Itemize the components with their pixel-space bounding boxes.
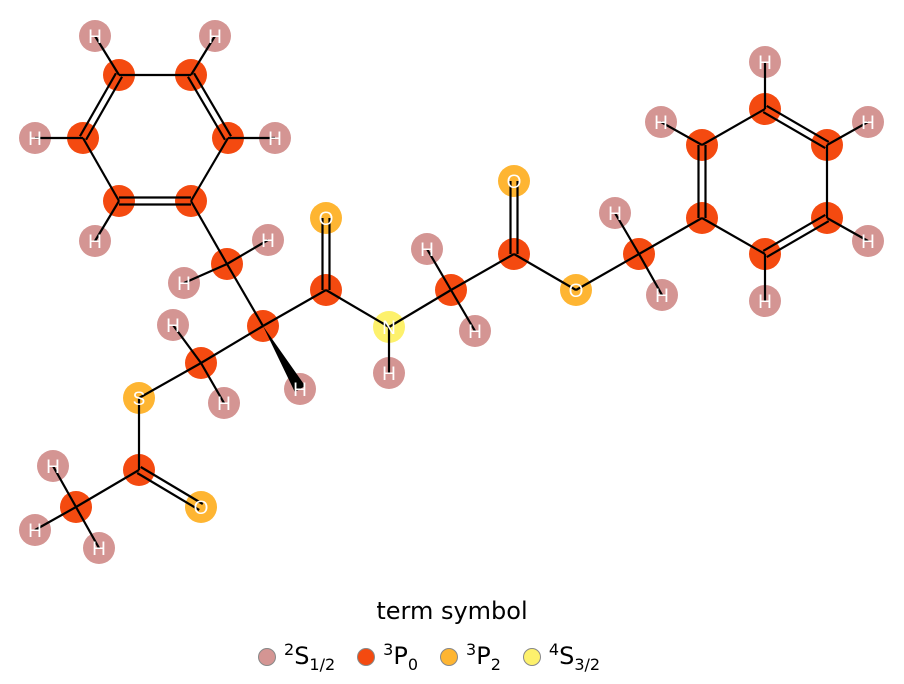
atom-label: H [177, 274, 191, 295]
atom-label: H [166, 316, 180, 337]
double-bond [140, 466, 204, 505]
atom-label: H [268, 129, 282, 150]
atom-label: H [654, 113, 668, 134]
legend-marker [440, 647, 459, 666]
atom-label: H [88, 232, 102, 253]
single-bond [94, 35, 120, 76]
atom-O [498, 165, 530, 197]
single-bond [575, 253, 640, 291]
single-bond [172, 324, 202, 364]
atom-label: O [507, 172, 522, 193]
atom-label: H [758, 292, 772, 313]
atom-label: H [420, 240, 434, 261]
atom-label: H [861, 232, 875, 253]
wedge-bond [263, 326, 306, 393]
double-bond [762, 111, 826, 149]
atom-label: H [28, 521, 42, 542]
atom-label: H [92, 539, 106, 560]
legend-item-4S3/2: 4S3/2 [522, 640, 600, 674]
single-bond [190, 35, 216, 76]
single-bond [138, 362, 202, 399]
single-bond [226, 263, 264, 327]
legend-marker [258, 647, 276, 666]
single-bond [701, 217, 766, 255]
atom-label: H [28, 129, 42, 150]
double-bond [766, 105, 830, 143]
single-bond [75, 469, 140, 508]
atom-label: O [319, 209, 334, 230]
atom-label: H [861, 113, 875, 134]
double-bond [193, 72, 232, 137]
atom-label: H [293, 380, 307, 401]
single-bond [614, 212, 640, 255]
legend-item-3P2: 3P2 [440, 640, 501, 674]
atom-label: H [217, 394, 231, 415]
double-bond [762, 214, 826, 252]
double-bond [766, 220, 830, 258]
single-bond [701, 108, 766, 146]
single-bond [52, 465, 77, 508]
atom-label: H [46, 457, 60, 478]
single-bond [82, 137, 120, 202]
atom-label: H [655, 286, 669, 307]
single-bond [450, 289, 476, 332]
single-bond [190, 137, 229, 202]
legend-marker [357, 647, 376, 666]
atom-label: O [194, 498, 209, 519]
single-bond [426, 248, 452, 291]
atom-label: H [468, 322, 482, 343]
single-bond [262, 289, 327, 327]
single-bond [200, 325, 264, 364]
atom-label: S [133, 389, 146, 410]
single-bond [450, 253, 515, 291]
atom-label: H [382, 364, 396, 385]
single-bond [325, 289, 390, 328]
atom-label: H [608, 204, 622, 225]
atom-label: H [261, 231, 275, 252]
legend: 2S1/2 3P0 3P2 4S3/2 [258, 640, 600, 674]
single-bond [638, 217, 703, 255]
atom-label: H [758, 53, 772, 74]
single-bond [75, 506, 100, 549]
atom-O [310, 202, 342, 234]
double-bond [79, 72, 117, 137]
single-bond [826, 121, 869, 146]
single-bond [226, 239, 269, 265]
legend-title: term symbol [376, 597, 528, 625]
legend-marker [522, 647, 541, 666]
single-bond [638, 253, 663, 296]
single-bond [660, 121, 703, 146]
atom-label: N [382, 318, 396, 339]
atom-label: O [569, 281, 584, 302]
double-bond [85, 76, 123, 141]
single-bond [388, 289, 452, 328]
single-bond [183, 262, 228, 285]
atom-label: H [208, 27, 222, 48]
atom-label: H [88, 27, 102, 48]
single-bond [513, 253, 577, 291]
single-bond [34, 506, 77, 531]
single-bond [94, 200, 120, 242]
single-bond [200, 362, 225, 404]
double-bond [187, 76, 226, 141]
legend-item-3P0: 3P0 [357, 640, 418, 674]
double-bond [136, 472, 200, 511]
single-bond [190, 200, 228, 265]
single-bond [826, 217, 869, 242]
legend-item-2S1/2: 2S1/2 [258, 640, 335, 674]
